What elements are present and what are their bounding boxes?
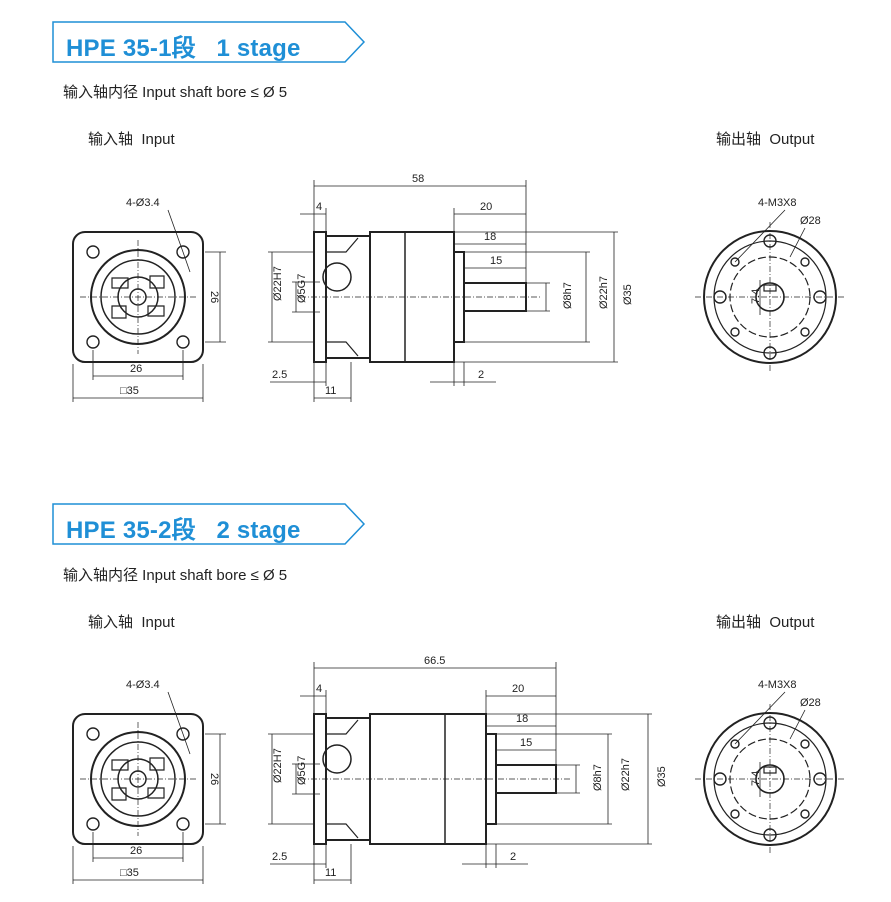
output-flange-view [695, 209, 845, 372]
banner-frame [52, 503, 366, 545]
dim-11: 11 [325, 385, 336, 397]
technical-drawing-2-stage: 4-Ø3.4 26 26 □35 66.5 4 20 18 15 Ø22H7 Ø… [72, 655, 845, 884]
side-view [268, 180, 618, 402]
section-banner: HPE 35-1段 1 stage [52, 21, 366, 63]
dim-shaft-length: 20 [512, 683, 524, 695]
dim-flange-thickness: 4 [316, 201, 322, 213]
dim-shaft-diameter: Ø8h7 [562, 282, 574, 309]
input-bore-spec: 输入轴内径 Input shaft bore ≤ Ø 5 [63, 84, 288, 101]
dim-flange-height: 26 [208, 291, 220, 303]
dim-shaft-15: 15 [520, 737, 532, 749]
dim-shaft-length: 20 [480, 201, 492, 213]
technical-drawing-1-stage: 4-Ø3.4 26 26 □35 58 4 20 18 15 Ø22H7 Ø5G… [72, 173, 845, 402]
dim-pitch: 26 [130, 363, 142, 375]
dim-bolt-holes: 4-Ø3.4 [126, 197, 160, 209]
section-2-stage: HPE 35-2段 2 stage 输入轴内径 Input shaft bore… [0, 482, 891, 902]
section-banner: HPE 35-2段 2 stage [52, 503, 366, 545]
dim-input-bore: Ø5G7 [296, 756, 308, 785]
dim-shaft-diameter: Ø8h7 [592, 764, 604, 791]
dim-pilot: Ø22h7 [620, 758, 632, 791]
dim-bolt-holes: 4-Ø3.4 [126, 679, 160, 691]
input-flange-view [72, 691, 226, 884]
dim-2-5: 2.5 [272, 369, 287, 381]
input-bore-spec: 输入轴内径 Input shaft bore ≤ Ø 5 [63, 567, 288, 584]
side-view [268, 662, 652, 884]
dim-square: □35 [120, 867, 139, 879]
dim-pitch: 26 [130, 845, 142, 857]
input-flange-view [72, 209, 226, 402]
dim-body-diameter: Ø35 [622, 284, 634, 305]
dim-square: □35 [120, 385, 139, 397]
section-title: HPE 35-2段 2 stage [66, 517, 301, 544]
dim-thread: 4-M3X8 [758, 679, 797, 691]
dim-input-bore: Ø5G7 [296, 274, 308, 303]
dim-2: 2 [510, 851, 516, 863]
dim-shaft-18: 18 [516, 713, 528, 725]
dim-thread: 4-M3X8 [758, 197, 797, 209]
output-flange-view [695, 691, 845, 854]
dim-flange-height: 26 [208, 773, 220, 785]
dim-11: 11 [325, 867, 336, 879]
section-1-stage: HPE 35-1段 1 stage 输入轴内径 Input shaft bore… [0, 0, 891, 420]
dim-key: 7.4 [750, 771, 762, 786]
output-view-label: 输出轴 Output [716, 614, 815, 631]
dim-pcd: Ø28 [800, 697, 821, 709]
dim-overall-length: 58 [412, 173, 424, 185]
dim-bore: Ø22H7 [272, 266, 284, 301]
dim-pilot: Ø22h7 [598, 276, 610, 309]
dim-bore: Ø22H7 [272, 748, 284, 783]
section-title: HPE 35-1段 1 stage [66, 35, 301, 62]
dim-body-diameter: Ø35 [656, 766, 668, 787]
dim-2: 2 [478, 369, 484, 381]
input-view-label: 输入轴 Input [88, 131, 175, 148]
dim-pcd: Ø28 [800, 215, 821, 227]
dim-shaft-15: 15 [490, 255, 502, 267]
dim-key: 7.4 [750, 289, 762, 304]
dim-flange-thickness: 4 [316, 683, 322, 695]
dimension-labels: 4-Ø3.4 26 26 □35 58 4 20 18 15 Ø22H7 Ø5G… [120, 173, 821, 397]
dim-overall-length: 66.5 [424, 655, 445, 667]
input-view-label: 输入轴 Input [88, 614, 175, 631]
banner-frame [52, 21, 366, 63]
output-view-label: 输出轴 Output [716, 131, 815, 148]
dim-shaft-18: 18 [484, 231, 496, 243]
dimension-labels: 4-Ø3.4 26 26 □35 66.5 4 20 18 15 Ø22H7 Ø… [120, 655, 821, 879]
dim-2-5: 2.5 [272, 851, 287, 863]
